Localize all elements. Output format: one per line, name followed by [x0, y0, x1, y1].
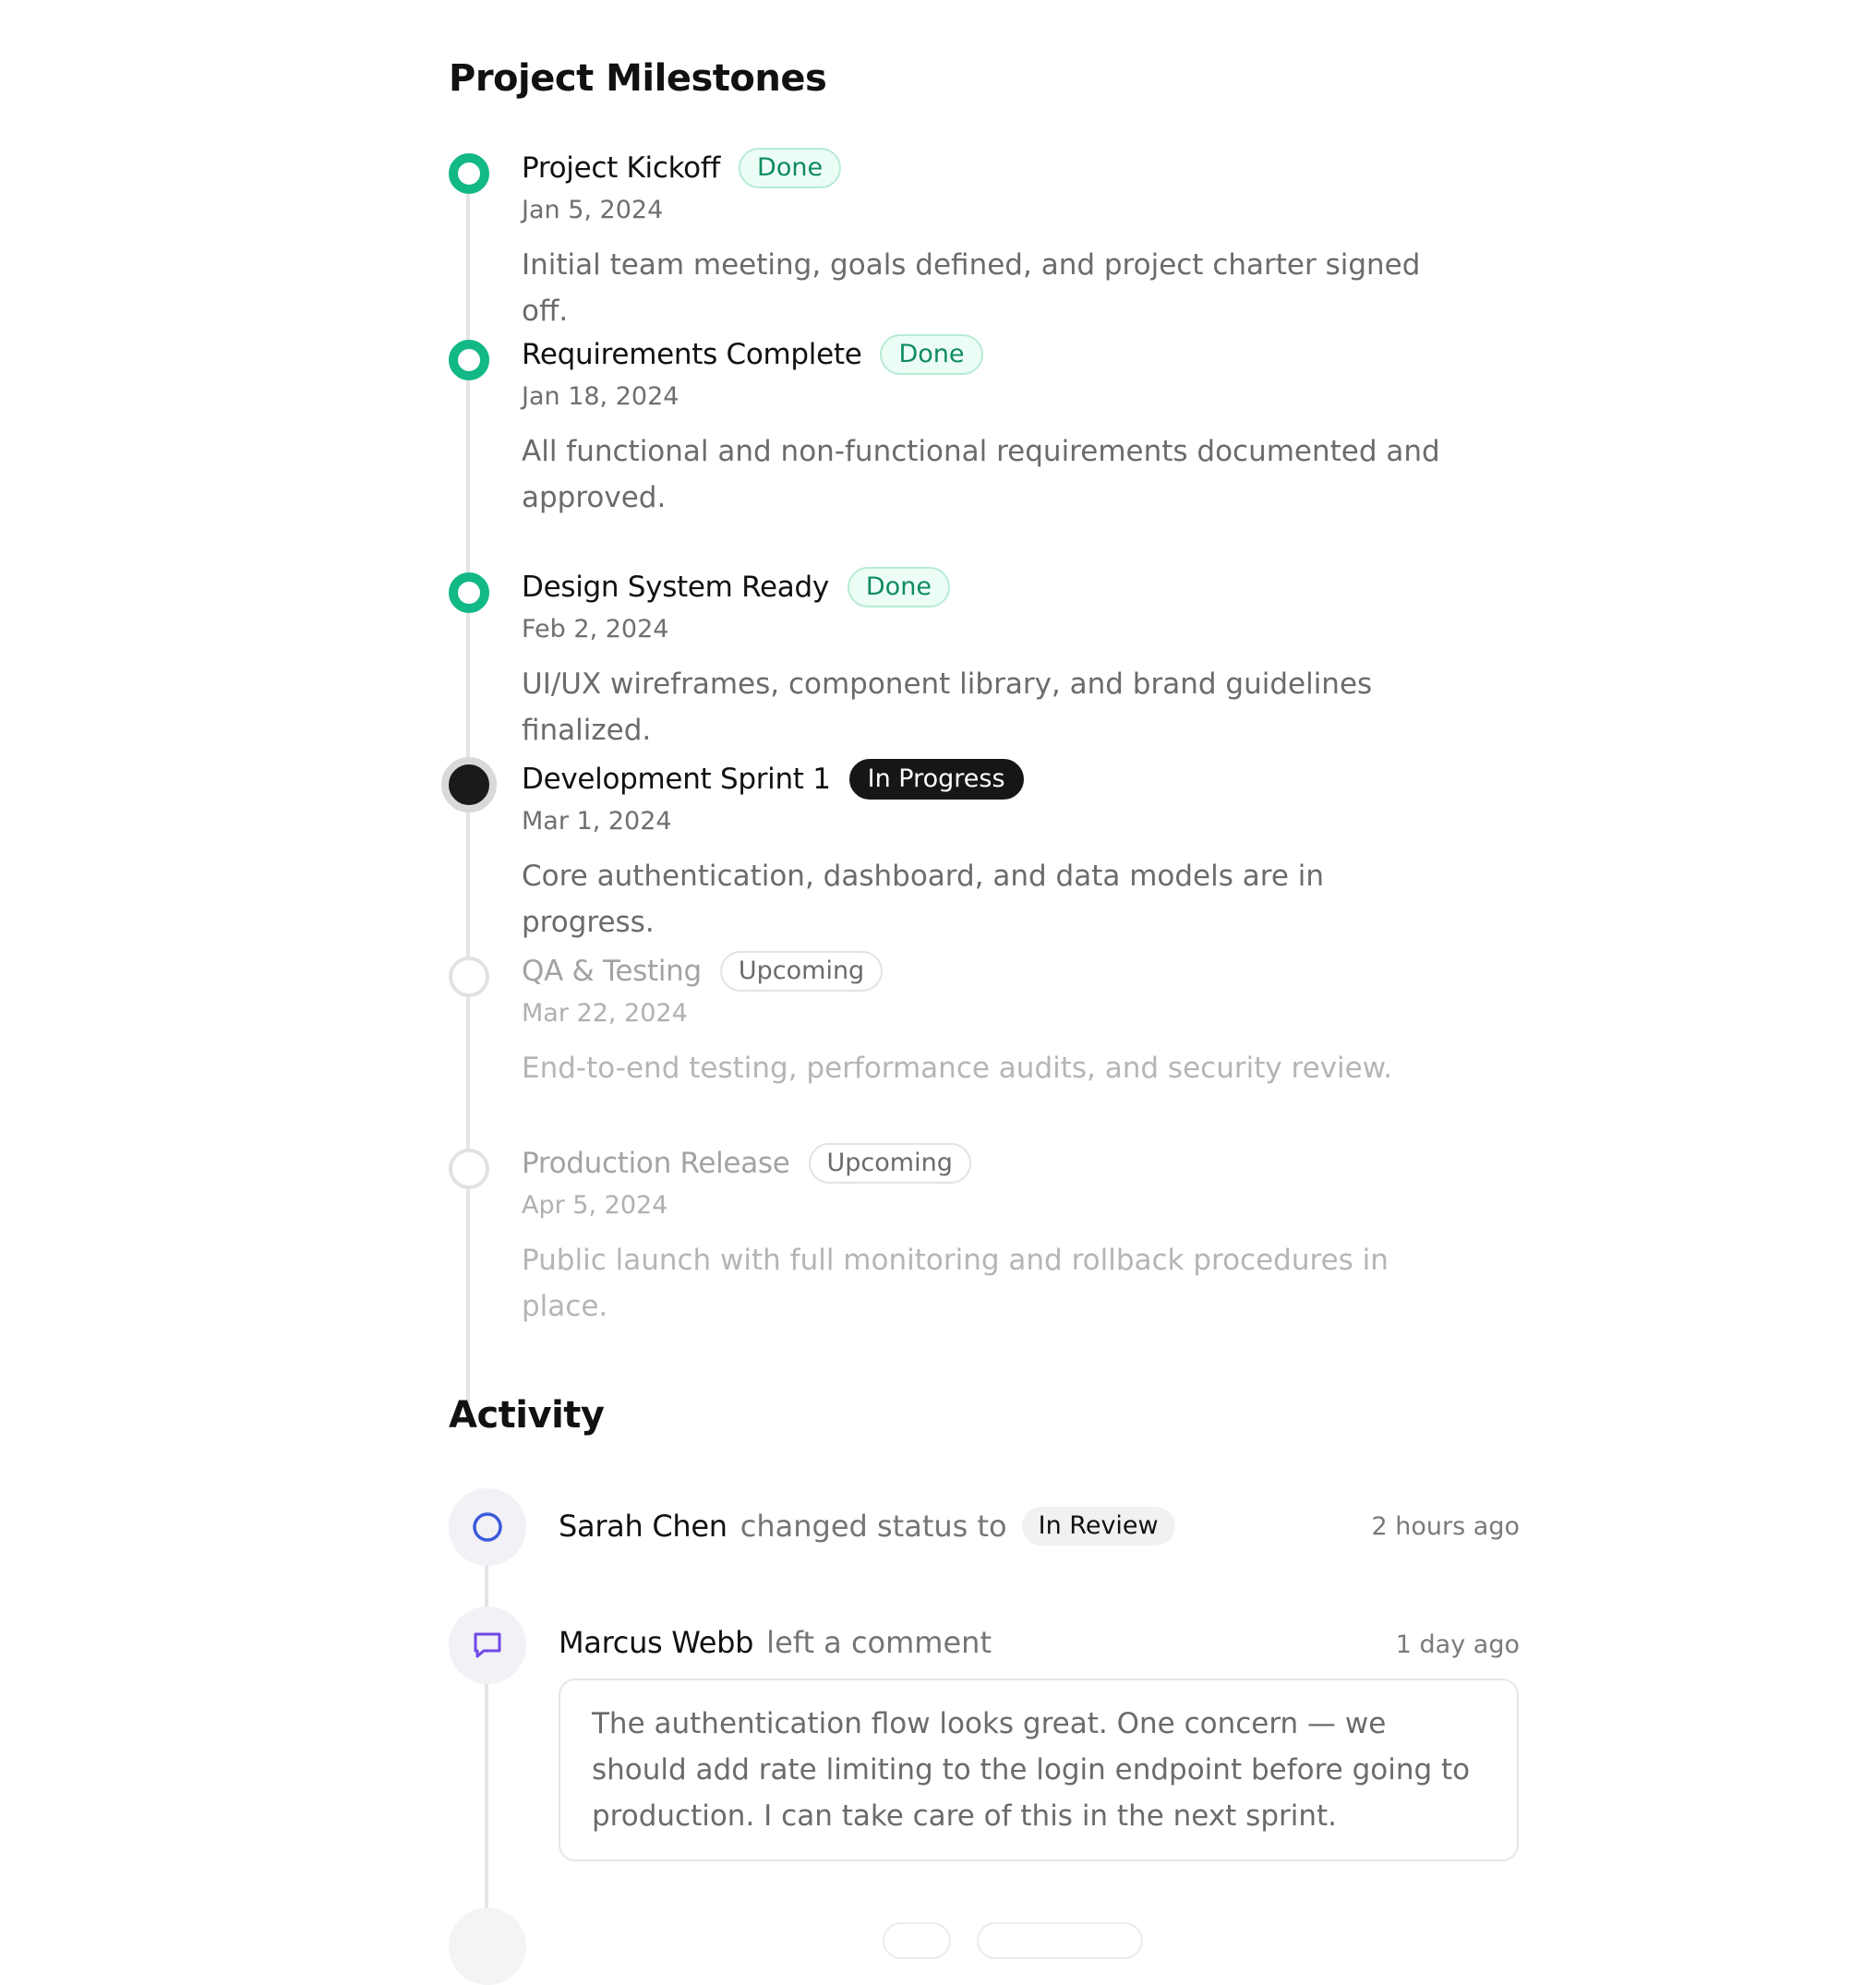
- status-badge: In Progress: [848, 759, 1024, 800]
- activity-user[interactable]: Marcus Webb: [559, 1625, 754, 1660]
- done-dot-icon: [449, 340, 489, 380]
- milestones-title: Project Milestones: [449, 57, 827, 100]
- milestone-title: Development Sprint 1: [522, 763, 831, 796]
- upcoming-dot-icon: [449, 1149, 489, 1189]
- comment-icon: [474, 1632, 501, 1658]
- activity-status-icon: [449, 1488, 526, 1566]
- in-progress-dot-icon: [441, 757, 497, 812]
- activity-time: 1 day ago: [1395, 1630, 1520, 1659]
- activity-connector: [485, 1551, 488, 1939]
- milestone-title: QA & Testing: [522, 955, 702, 988]
- milestone-description: End-to-end testing, performance audits, …: [522, 1052, 1393, 1085]
- status-badge: Upcoming: [808, 1143, 971, 1184]
- milestone-header: Design System Ready Done: [522, 567, 950, 608]
- milestone-date: Mar 22, 2024: [522, 999, 688, 1028]
- milestone-header: Production Release Upcoming: [522, 1143, 971, 1184]
- status-badge: In Review: [1021, 1507, 1175, 1546]
- upcoming-dot-icon: [449, 956, 489, 997]
- milestone-title: Project Kickoff: [522, 151, 721, 185]
- activity-header: Sarah Chen changed status to In Review: [559, 1507, 1175, 1546]
- activity-user[interactable]: Sarah Chen: [559, 1509, 728, 1544]
- milestone-title: Requirements Complete: [522, 338, 862, 371]
- milestone-timeline: Project Kickoff Done Jan 5, 2024 Initial…: [441, 148, 1520, 1422]
- milestone-title: Production Release: [522, 1147, 790, 1180]
- milestone-description: All functional and non-functional requir…: [522, 435, 1440, 514]
- done-dot-icon: [449, 572, 489, 613]
- activity-next-badge: [977, 1922, 1143, 1959]
- status-badge: Done: [847, 567, 950, 608]
- activity-next-badge: [883, 1922, 951, 1959]
- status-badge: Upcoming: [719, 951, 884, 992]
- milestone-description: Initial team meeting, goals defined, and…: [522, 248, 1421, 328]
- activity-next-icon: [449, 1907, 526, 1985]
- milestone-description: Public launch with full monitoring and r…: [522, 1244, 1389, 1323]
- circle-status-icon: [473, 1512, 502, 1542]
- milestone-header: Development Sprint 1 In Progress: [522, 759, 1024, 800]
- milestone-header: Project Kickoff Done: [522, 148, 842, 188]
- milestone-date: Apr 5, 2024: [522, 1191, 668, 1220]
- activity-time: 2 hours ago: [1371, 1512, 1520, 1541]
- milestone-description: UI/UX wireframes, component library, and…: [522, 668, 1373, 747]
- milestone-title: Design System Ready: [522, 571, 829, 604]
- status-badge: Done: [880, 334, 983, 375]
- activity-action: left a comment: [766, 1625, 992, 1660]
- status-badge: Done: [739, 148, 842, 188]
- activity-action: changed status to: [740, 1509, 1007, 1544]
- milestone-date: Jan 5, 2024: [522, 196, 664, 224]
- milestone-date: Feb 2, 2024: [522, 615, 669, 644]
- milestone-date: Jan 18, 2024: [522, 382, 679, 411]
- activity-title: Activity: [449, 1394, 605, 1437]
- activity-header: Marcus Webb left a comment: [559, 1625, 992, 1660]
- milestone-date: Mar 1, 2024: [522, 807, 672, 836]
- milestone-header: QA & Testing Upcoming: [522, 951, 884, 992]
- milestone-header: Requirements Complete Done: [522, 334, 983, 375]
- activity-comment-icon: [449, 1606, 526, 1684]
- comment-body: The authentication flow looks great. One…: [559, 1678, 1519, 1861]
- milestone-description: Core authentication, dashboard, and data…: [522, 860, 1324, 939]
- done-dot-icon: [449, 153, 489, 194]
